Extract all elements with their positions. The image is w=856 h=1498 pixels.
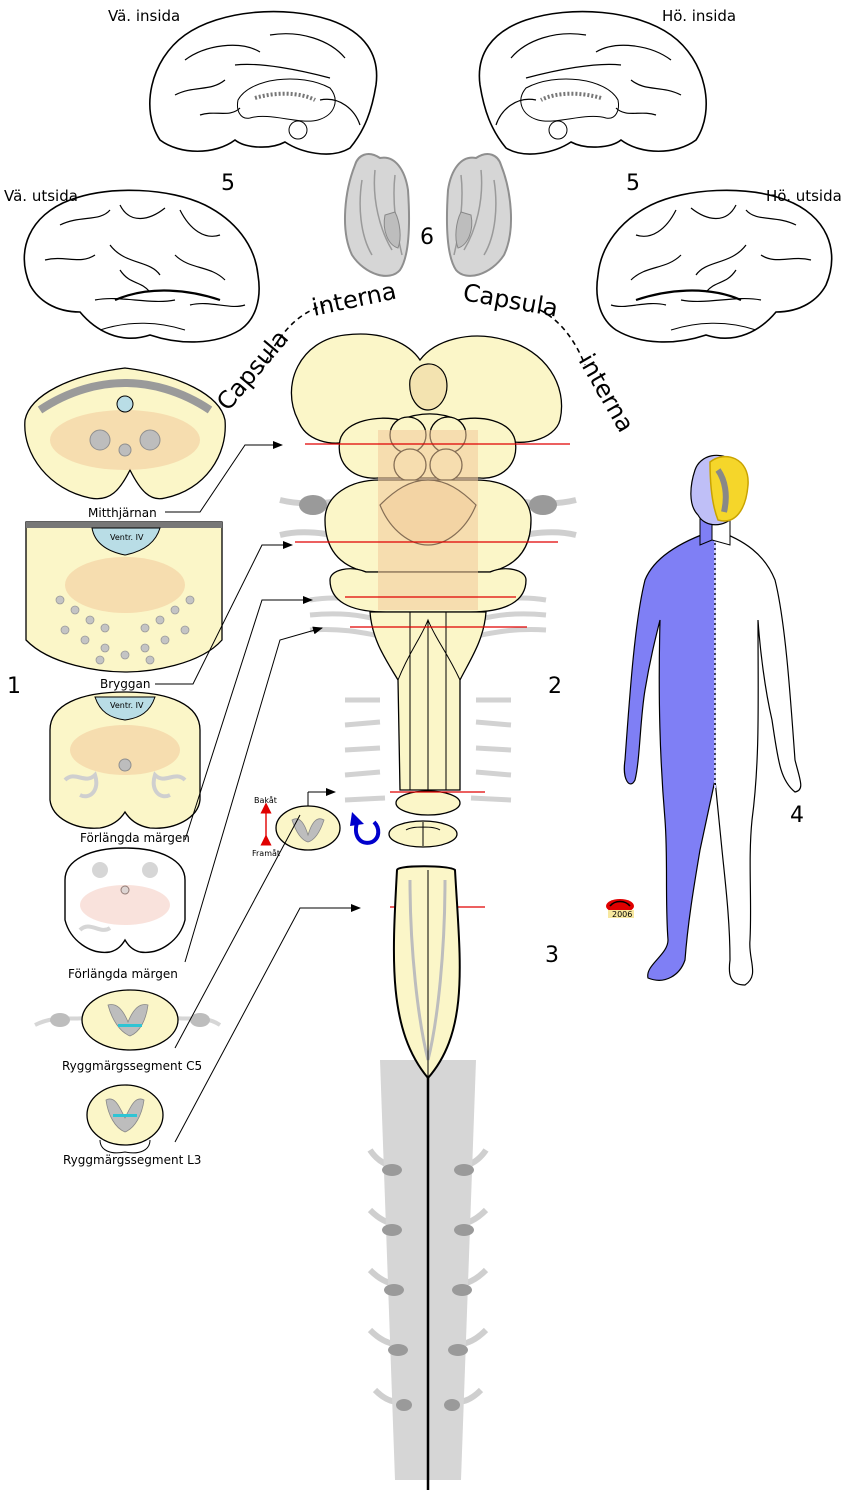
signature-logo: 2006 [606, 899, 634, 919]
label-cord-l3: Ryggmärgssegment L3 [63, 1153, 201, 1167]
section-cord-c5 [34, 989, 222, 1051]
brainstem [290, 333, 563, 848]
coronal-section-right [445, 153, 513, 277]
human-figure [623, 454, 802, 986]
label-2: 2 [548, 674, 562, 699]
label-pons: Bryggan [100, 677, 150, 691]
spinal-cord [367, 865, 489, 1490]
label-5-right: 5 [626, 171, 640, 196]
section-midbrain [24, 367, 226, 500]
pointer-cord-l3 [174, 904, 361, 1143]
capsula-dash-left [261, 304, 326, 371]
label-left-lateral: Vä. utsida [4, 187, 78, 205]
label-direction-front: Framåt [252, 848, 280, 858]
label-capsula-right: Capsula [461, 278, 560, 322]
label-6: 6 [420, 225, 434, 250]
label-interna-right: interna [573, 349, 640, 437]
label-ventricle-1: Ventr. IV [110, 533, 144, 542]
section-pons: Ventr. IV [25, 521, 223, 673]
label-midbrain: Mitthjärnan [88, 506, 157, 520]
brain-left-medial [149, 10, 378, 155]
section-medulla-lower [64, 847, 186, 954]
pointer-pons [155, 541, 293, 685]
pointer-medulla-lower [184, 626, 323, 963]
label-interna-left: interna [309, 277, 398, 322]
label-signature-year: 2006 [612, 910, 632, 919]
coronal-section-left [343, 153, 411, 277]
pointer-midbrain [165, 441, 283, 513]
capsula-dash-right [539, 309, 586, 366]
pointer-cord-c5 [174, 814, 301, 1049]
label-5-left: 5 [221, 171, 235, 196]
label-1: 1 [7, 674, 21, 699]
curved-arrow-icon [350, 812, 381, 845]
brain-right-medial [478, 10, 707, 155]
brain-right-lateral [596, 189, 833, 343]
label-4: 4 [790, 803, 804, 828]
label-cord-c5: Ryggmärgssegment C5 [62, 1059, 202, 1073]
section-cord-l3 [86, 1084, 164, 1154]
section-medulla-upper: Ventr. IV [49, 691, 201, 829]
pointer-medulla-upper [184, 596, 313, 841]
label-right-lateral: Hö. utsida [766, 187, 842, 205]
label-medulla-upper: Förlängda märgen [80, 831, 190, 845]
label-left-medial: Vä. insida [108, 7, 180, 25]
label-direction-back: Bakåt [254, 795, 277, 805]
label-right-medial: Hö. insida [662, 7, 736, 25]
section-lines [295, 443, 570, 908]
orientation-cross-section [275, 788, 341, 851]
label-3: 3 [545, 943, 559, 968]
label-medulla-lower: Förlängda märgen [68, 967, 178, 981]
brain-left-lateral [23, 189, 260, 343]
label-ventricle-2: Ventr. IV [110, 701, 144, 710]
